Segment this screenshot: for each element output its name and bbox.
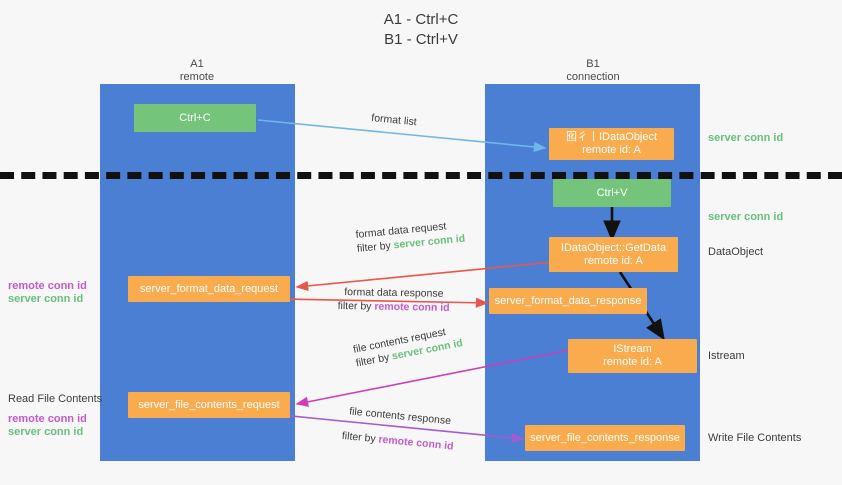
- column-header-b1-sub: connection: [566, 71, 620, 83]
- label-server-conn-id-top: server conn id: [708, 132, 784, 144]
- node-server-file-contents-request[interactable]: server_file_contents_request: [128, 392, 290, 418]
- label-server-conn-id-left-top: server conn id: [8, 293, 84, 305]
- label-read-file-contents: Read File Contents: [8, 393, 103, 405]
- arrow-label-format-list-main: format list: [370, 111, 418, 129]
- filter-prefix: filter by: [337, 299, 375, 313]
- arrow-label-file-contents-response-main: file contents response: [348, 405, 452, 428]
- arrow-label-format-data-response: format data response filter by remote co…: [338, 285, 451, 315]
- column-header-a1-name: A1: [190, 58, 204, 70]
- node-ctrl-v-label: Ctrl+V: [596, 186, 628, 199]
- node-server-file-contents-response[interactable]: server_file_contents_response: [525, 425, 685, 451]
- arrow-label-file-contents-response: file contents response filter by remote …: [341, 404, 456, 454]
- arrow-label-file-contents-response-filter: filter by remote conn id: [341, 429, 454, 454]
- node-getdata-sublabel: remote id: A: [584, 254, 643, 267]
- node-istream-label: IStream: [613, 343, 652, 355]
- label-server-conn-id-left-bottom: server conn id: [8, 426, 84, 438]
- node-ctrl-v[interactable]: Ctrl+V: [553, 179, 671, 207]
- label-server-conn-id-mid: server conn id: [708, 211, 784, 223]
- node-istream[interactable]: IStream remote id: A: [568, 339, 697, 373]
- node-server-file-contents-request-label: server_file_contents_request: [138, 398, 280, 411]
- label-remote-conn-id-top: remote conn id: [8, 280, 87, 292]
- node-server-format-data-request-label: server_format_data_request: [139, 282, 279, 295]
- node-istream-sublabel: remote id: A: [603, 356, 662, 368]
- node-server-file-contents-response-label: server_file_contents_response: [530, 431, 680, 444]
- arrow-label-format-data-response-filter: filter by remote conn id: [338, 299, 450, 315]
- label-istream: Istream: [708, 350, 745, 362]
- title-line-2: B1 - Ctrl+V: [384, 31, 458, 48]
- label-dataobject: DataObject: [708, 246, 764, 258]
- filter-prefix: filter by: [356, 239, 395, 255]
- node-server-format-data-request[interactable]: server_format_data_request: [128, 276, 290, 302]
- node-server-format-data-response[interactable]: server_format_data_response: [489, 288, 647, 314]
- filter-prefix: filter by: [341, 429, 380, 446]
- arrow-label-format-data-request: format data request filter by server con…: [355, 218, 466, 256]
- label-write-file-contents: Write File Contents: [708, 432, 802, 444]
- arrow-label-file-contents-request: file contents request filter by server c…: [352, 322, 464, 370]
- node-getdata-label: IDataObject::GetData: [560, 241, 667, 254]
- column-header-a1-sub: remote: [179, 71, 215, 83]
- arrow-label-format-list: format list: [371, 111, 418, 129]
- node-ctrl-c[interactable]: Ctrl+C: [134, 104, 256, 132]
- column-header-b1: B1 connection: [533, 58, 653, 84]
- node-idataobject-sublabel: remote id: A: [582, 144, 641, 156]
- column-header-a1: A1 remote: [137, 58, 257, 84]
- node-server-format-data-response-label: server_format_data_response: [494, 294, 642, 307]
- node-getdata[interactable]: IDataObject::GetData remote id: A: [549, 237, 678, 272]
- title-line-1: A1 - Ctrl+C: [383, 11, 459, 28]
- node-ctrl-c-label: Ctrl+C: [179, 111, 211, 124]
- page-title: A1 - Ctrl+C B1 - Ctrl+V: [0, 10, 842, 50]
- column-header-b1-name: B1: [586, 58, 600, 70]
- phase-separator: [0, 172, 842, 179]
- label-remote-conn-id-bottom: remote conn id: [8, 413, 87, 425]
- node-idataobject-label: 囮彳丨IDataObject: [565, 131, 658, 143]
- node-idataobject[interactable]: 囮彳丨IDataObject remote id: A: [549, 128, 674, 160]
- filter-value-remote-conn-id: remote conn id: [377, 433, 455, 453]
- filter-value-remote-conn-id: remote conn id: [374, 300, 450, 314]
